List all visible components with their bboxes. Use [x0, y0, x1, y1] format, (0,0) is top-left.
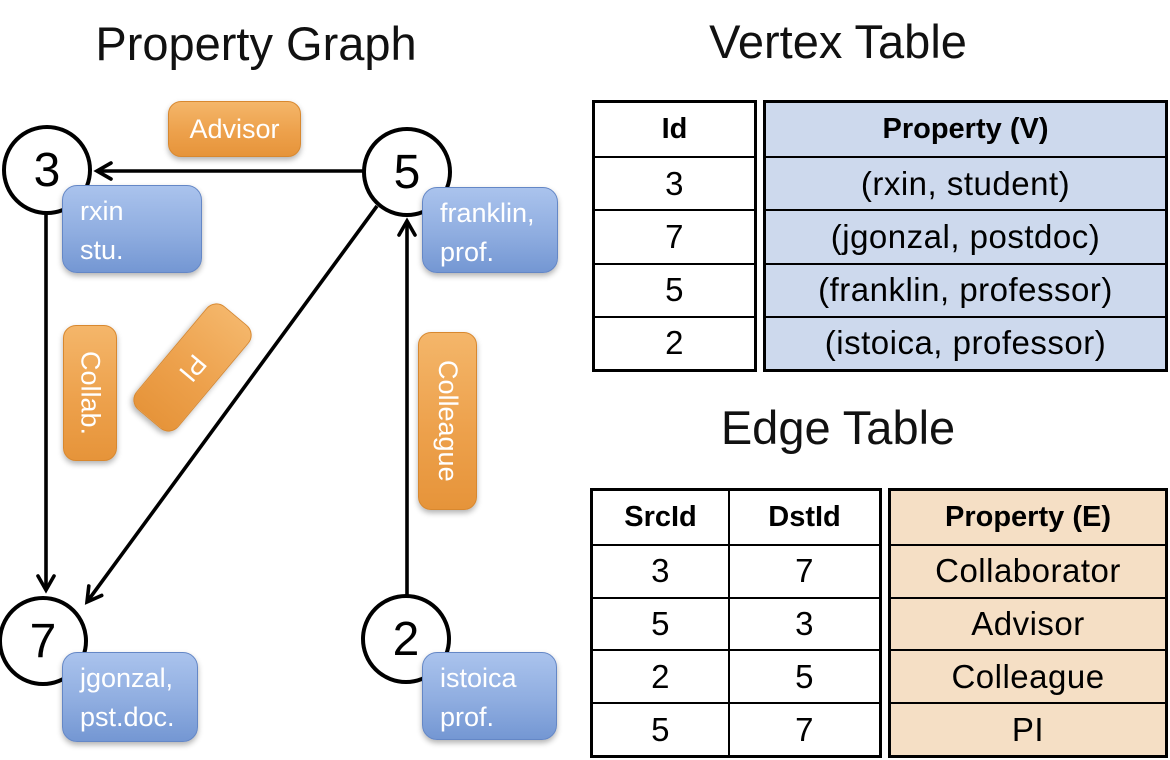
vertex-property-box-jgonzal: jgonzal, pst.doc.	[62, 652, 198, 742]
vertex-table-title: Vertex Table	[709, 15, 967, 68]
edge-table-cell: Collaborator	[891, 543, 1165, 597]
edge-table-cell: PI	[891, 702, 1165, 755]
edge-table: SrcId DstId 3 7 5 3 2 5 5 7 Property (E)…	[590, 488, 1168, 758]
edge-table-cell: Advisor	[891, 596, 1165, 650]
node-id-label: 5	[393, 145, 421, 199]
graph-node-2: 2	[361, 594, 451, 684]
vertex-property-line: prof.	[440, 702, 495, 732]
vertex-table-cell: 7	[595, 209, 754, 262]
edge-label-advisor: Advisor	[168, 101, 301, 157]
graph-node-5: 5	[362, 127, 452, 217]
property-graph-title: Property Graph	[95, 17, 417, 70]
vertex-property-line: franklin,	[440, 198, 535, 228]
edge-table-cell: 5	[593, 596, 728, 650]
edge-table-dstid-header: DstId	[728, 491, 879, 544]
vertex-table-cell: 5	[595, 262, 754, 316]
vertex-property-line: pst.doc.	[80, 702, 175, 732]
edge-table-cell: 3	[593, 543, 728, 597]
vertex-table: Id 3 7 5 2 Property (V) (rxin, student) …	[592, 100, 1168, 372]
edge-table-srcid-header: SrcId	[624, 500, 697, 533]
vertex-property-line: prof.	[440, 237, 495, 267]
vertex-property-line: stu.	[80, 235, 124, 265]
edge-label-collab: Collab.	[63, 325, 117, 461]
graph-edges-layer	[36, 161, 417, 605]
edge-label-colleague: Colleague	[418, 332, 477, 510]
vertex-property-box-rxin: rxin stu.	[62, 185, 202, 273]
vertex-table-id-header: Id	[661, 113, 688, 146]
vertex-table-cell: 2	[595, 315, 754, 369]
edge-table-cell: 5	[728, 649, 879, 703]
vertex-property-line: rxin	[80, 196, 124, 226]
vertex-property-box-franklin: franklin, prof.	[422, 187, 558, 273]
edge-table-property-column: Property (E) Collaborator Advisor Collea…	[888, 488, 1168, 758]
node-id-label: 2	[392, 612, 420, 666]
edge-table-ids-columns: SrcId DstId 3 7 5 3 2 5 5 7	[590, 488, 882, 758]
vertex-table-cell: (jgonzal, postdoc)	[766, 209, 1165, 262]
edge-table-property-header: Property (E)	[945, 500, 1111, 533]
edge-table-cell: 5	[593, 702, 728, 755]
vertex-table-property-header: Property (V)	[882, 113, 1049, 146]
vertex-table-cell: (franklin, professor)	[766, 262, 1165, 316]
vertex-table-cell: (istoica, professor)	[766, 315, 1165, 369]
vertex-property-line: istoica	[440, 663, 517, 693]
vertex-property-box-istoica: istoica prof.	[422, 652, 557, 740]
vertex-table-id-column: Id 3 7 5 2	[592, 100, 757, 372]
edge-table-cell: 7	[728, 543, 879, 597]
vertex-table-cell: (rxin, student)	[766, 156, 1165, 209]
node-id-label: 7	[29, 614, 57, 668]
edge-pi-line-5-to-7	[84, 204, 379, 605]
vertex-property-line: jgonzal,	[80, 663, 174, 693]
node-id-label: 3	[33, 143, 61, 197]
edge-table-cell: 2	[593, 649, 728, 702]
edge-table-cell: 7	[728, 702, 879, 755]
edge-table-title: Edge Table	[720, 401, 956, 454]
edge-table-cell: 3	[728, 596, 879, 650]
edge-table-cell: Colleague	[891, 649, 1165, 702]
vertex-table-property-column: Property (V) (rxin, student) (jgonzal, p…	[763, 100, 1168, 372]
vertex-table-cell: 3	[595, 156, 754, 209]
